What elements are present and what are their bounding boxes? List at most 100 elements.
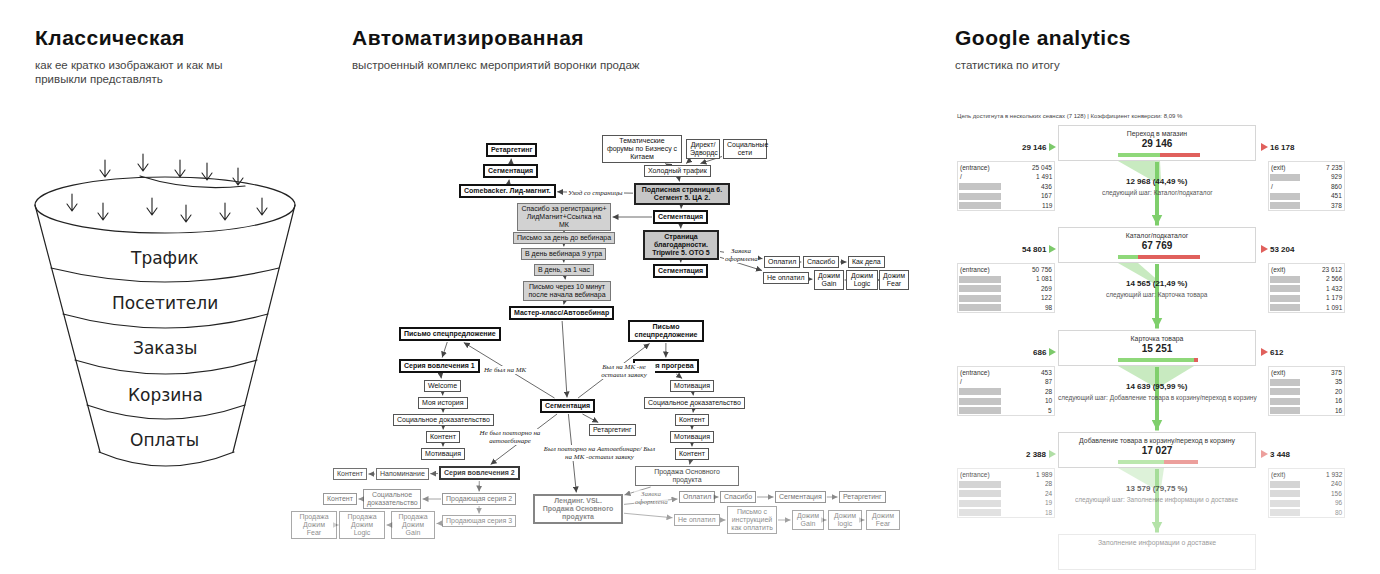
- connector-arrow: [863, 520, 865, 521]
- connector-arrow: [479, 506, 480, 514]
- process-box: Моя история: [418, 397, 468, 409]
- section-title: Классическая: [35, 26, 185, 50]
- node-text: Дожим Logic: [850, 272, 874, 288]
- node-text: Спасибо за регистрацию+ ЛидМагнит+Ссылка…: [521, 205, 607, 229]
- connector-arrow: [563, 302, 565, 305]
- process-box: Дожим Gain: [792, 510, 824, 530]
- blurred-url-bar: [959, 276, 1001, 283]
- node-value: 15 251: [1059, 343, 1255, 355]
- node-text: Comebacker. Лид-магнит.: [464, 187, 551, 195]
- process-box: Контент: [675, 448, 709, 460]
- node-text: Контент: [337, 470, 363, 478]
- stat-label: 929: [1331, 173, 1342, 180]
- funnel-band: Посетители: [112, 293, 218, 313]
- stat-label: 18: [1045, 509, 1052, 516]
- stat-label: 167: [1041, 192, 1052, 199]
- stat-label: следующий шаг: Каталог/подкаталог: [1102, 189, 1213, 196]
- process-box: Сегментация: [653, 264, 708, 278]
- stat-label: 1 989: [1036, 471, 1052, 478]
- blurred-url-bar: [959, 285, 1001, 292]
- node-text: Подписная страница 6. Сегмент 5. ЦА 2.: [639, 186, 725, 202]
- process-box: Страница благодарности. Tripwire 5. OTO …: [643, 230, 719, 260]
- process-box: Дожим Logic: [846, 270, 878, 290]
- stat-label: 1 491: [1036, 173, 1052, 180]
- process-box: Подписная страница 6. Сегмент 5. ЦА 2.: [634, 183, 730, 205]
- process-box: Социальное доказательство: [363, 489, 421, 509]
- stat-label: 54 801: [1022, 245, 1046, 254]
- stat-label: 19: [1045, 499, 1052, 506]
- process-box: Продажа Дожим Fear: [291, 511, 337, 539]
- stat-label: 16: [1335, 397, 1342, 404]
- stat-label: 2 566: [1326, 275, 1342, 282]
- blurred-url-bar: [1270, 202, 1300, 209]
- connector-arrow: [443, 427, 444, 430]
- stat-label: 122: [1041, 294, 1052, 301]
- node-text: Дожим logic: [832, 512, 858, 528]
- connector-arrow: [693, 410, 694, 413]
- blurred-url-bar: [959, 304, 1001, 311]
- stat-label: 50 756: [1032, 266, 1052, 273]
- node-text: Сегментация: [545, 402, 590, 410]
- node-text: Холодный трафик: [648, 167, 707, 175]
- node-text: Страница благодарности. Tripwire 5. OTO …: [648, 233, 714, 257]
- edge-label: Был повторно на Автовебинаре/ Был на МК …: [541, 445, 658, 461]
- stat-label: 53 204: [1270, 245, 1294, 254]
- connector-arrow: [825, 520, 827, 521]
- blurred-url-bar: [959, 388, 1001, 395]
- section-subtitle: как ее кратко изображают и как мы привык…: [35, 58, 250, 86]
- process-box: Контент: [333, 468, 367, 480]
- blurred-url-bar: [1270, 481, 1300, 488]
- process-box: Ретаргетинг: [486, 143, 537, 157]
- stat-label: 87: [1045, 378, 1052, 385]
- connector-arrow: [437, 523, 442, 524]
- node-text: Ретаргетинг: [593, 426, 632, 434]
- funnel-step-box: Заполнение информации о доставке: [1058, 534, 1256, 570]
- stat-label: 1 179: [1326, 294, 1342, 301]
- blurred-url-bar: [959, 193, 1001, 200]
- node-text: Оплаты: [130, 430, 199, 450]
- process-box: В день вебинара 9 утра: [521, 248, 606, 260]
- stat-label: 5: [1048, 407, 1052, 414]
- process-box: Продажа Дожим Gain: [391, 511, 435, 539]
- stat-label: 378: [1331, 202, 1342, 209]
- node-text: Письмо спецпредложение: [404, 330, 496, 338]
- node-text: Директ/ Эдвордс: [690, 141, 716, 157]
- stat-label: следующий шаг: Заполнение информации о д…: [1075, 496, 1238, 503]
- node-text: Welcome: [428, 382, 457, 390]
- stat-label: /: [960, 173, 962, 180]
- process-box: Контент: [675, 414, 709, 426]
- node-text: Лендинг. VSL. Продажа Основного продукта: [538, 497, 618, 521]
- process-box: Спасибо: [720, 491, 756, 503]
- process-box: Письмо спецпредложение: [399, 327, 501, 341]
- process-box: Контент: [323, 493, 357, 505]
- conversion-bars: [1049, 143, 1268, 488]
- process-box: Напоминание: [376, 468, 429, 480]
- node-text: Оплатил: [768, 258, 796, 266]
- process-box: Социальное доказательство: [393, 414, 494, 426]
- process-box: Дожим Gain: [814, 270, 844, 290]
- stat-label: 16 178: [1270, 143, 1294, 152]
- stat-label: 96: [1335, 499, 1342, 506]
- process-box: Оплатил: [679, 491, 715, 503]
- blurred-url-bar: [1270, 174, 1300, 181]
- process-box: Продажа Дожим Logic: [339, 511, 385, 539]
- connector-arrow: [564, 277, 565, 280]
- process-box: Сегментация: [540, 399, 595, 413]
- process-box: Спасибо за регистрацию+ ЛидМагнит+Ссылка…: [517, 203, 611, 231]
- stat-label: /: [1271, 183, 1273, 190]
- funnel-step-box: Каталог/подкаталог67 769: [1058, 227, 1256, 263]
- connector-arrow: [665, 343, 666, 358]
- stat-label: 436: [1041, 183, 1052, 190]
- blurred-url-bar: [959, 202, 1001, 209]
- connector-arrow: [358, 499, 362, 500]
- blurred-url-bar: [1270, 379, 1300, 386]
- process-box: Comebacker. Лид-магнит.: [459, 184, 556, 198]
- stat-label: 860: [1331, 183, 1342, 190]
- process-box: Ретаргетинг: [839, 491, 886, 503]
- stat-label: (entrance): [960, 164, 990, 171]
- node-text: Серия вовлечения 1: [404, 362, 475, 370]
- node-text: Заполнение информации о доставке: [1059, 538, 1255, 547]
- process-box: Сегментация: [775, 491, 826, 503]
- process-box: Лендинг. VSL. Продажа Основного продукта: [533, 494, 623, 524]
- process-box: Не оплатил: [674, 514, 720, 526]
